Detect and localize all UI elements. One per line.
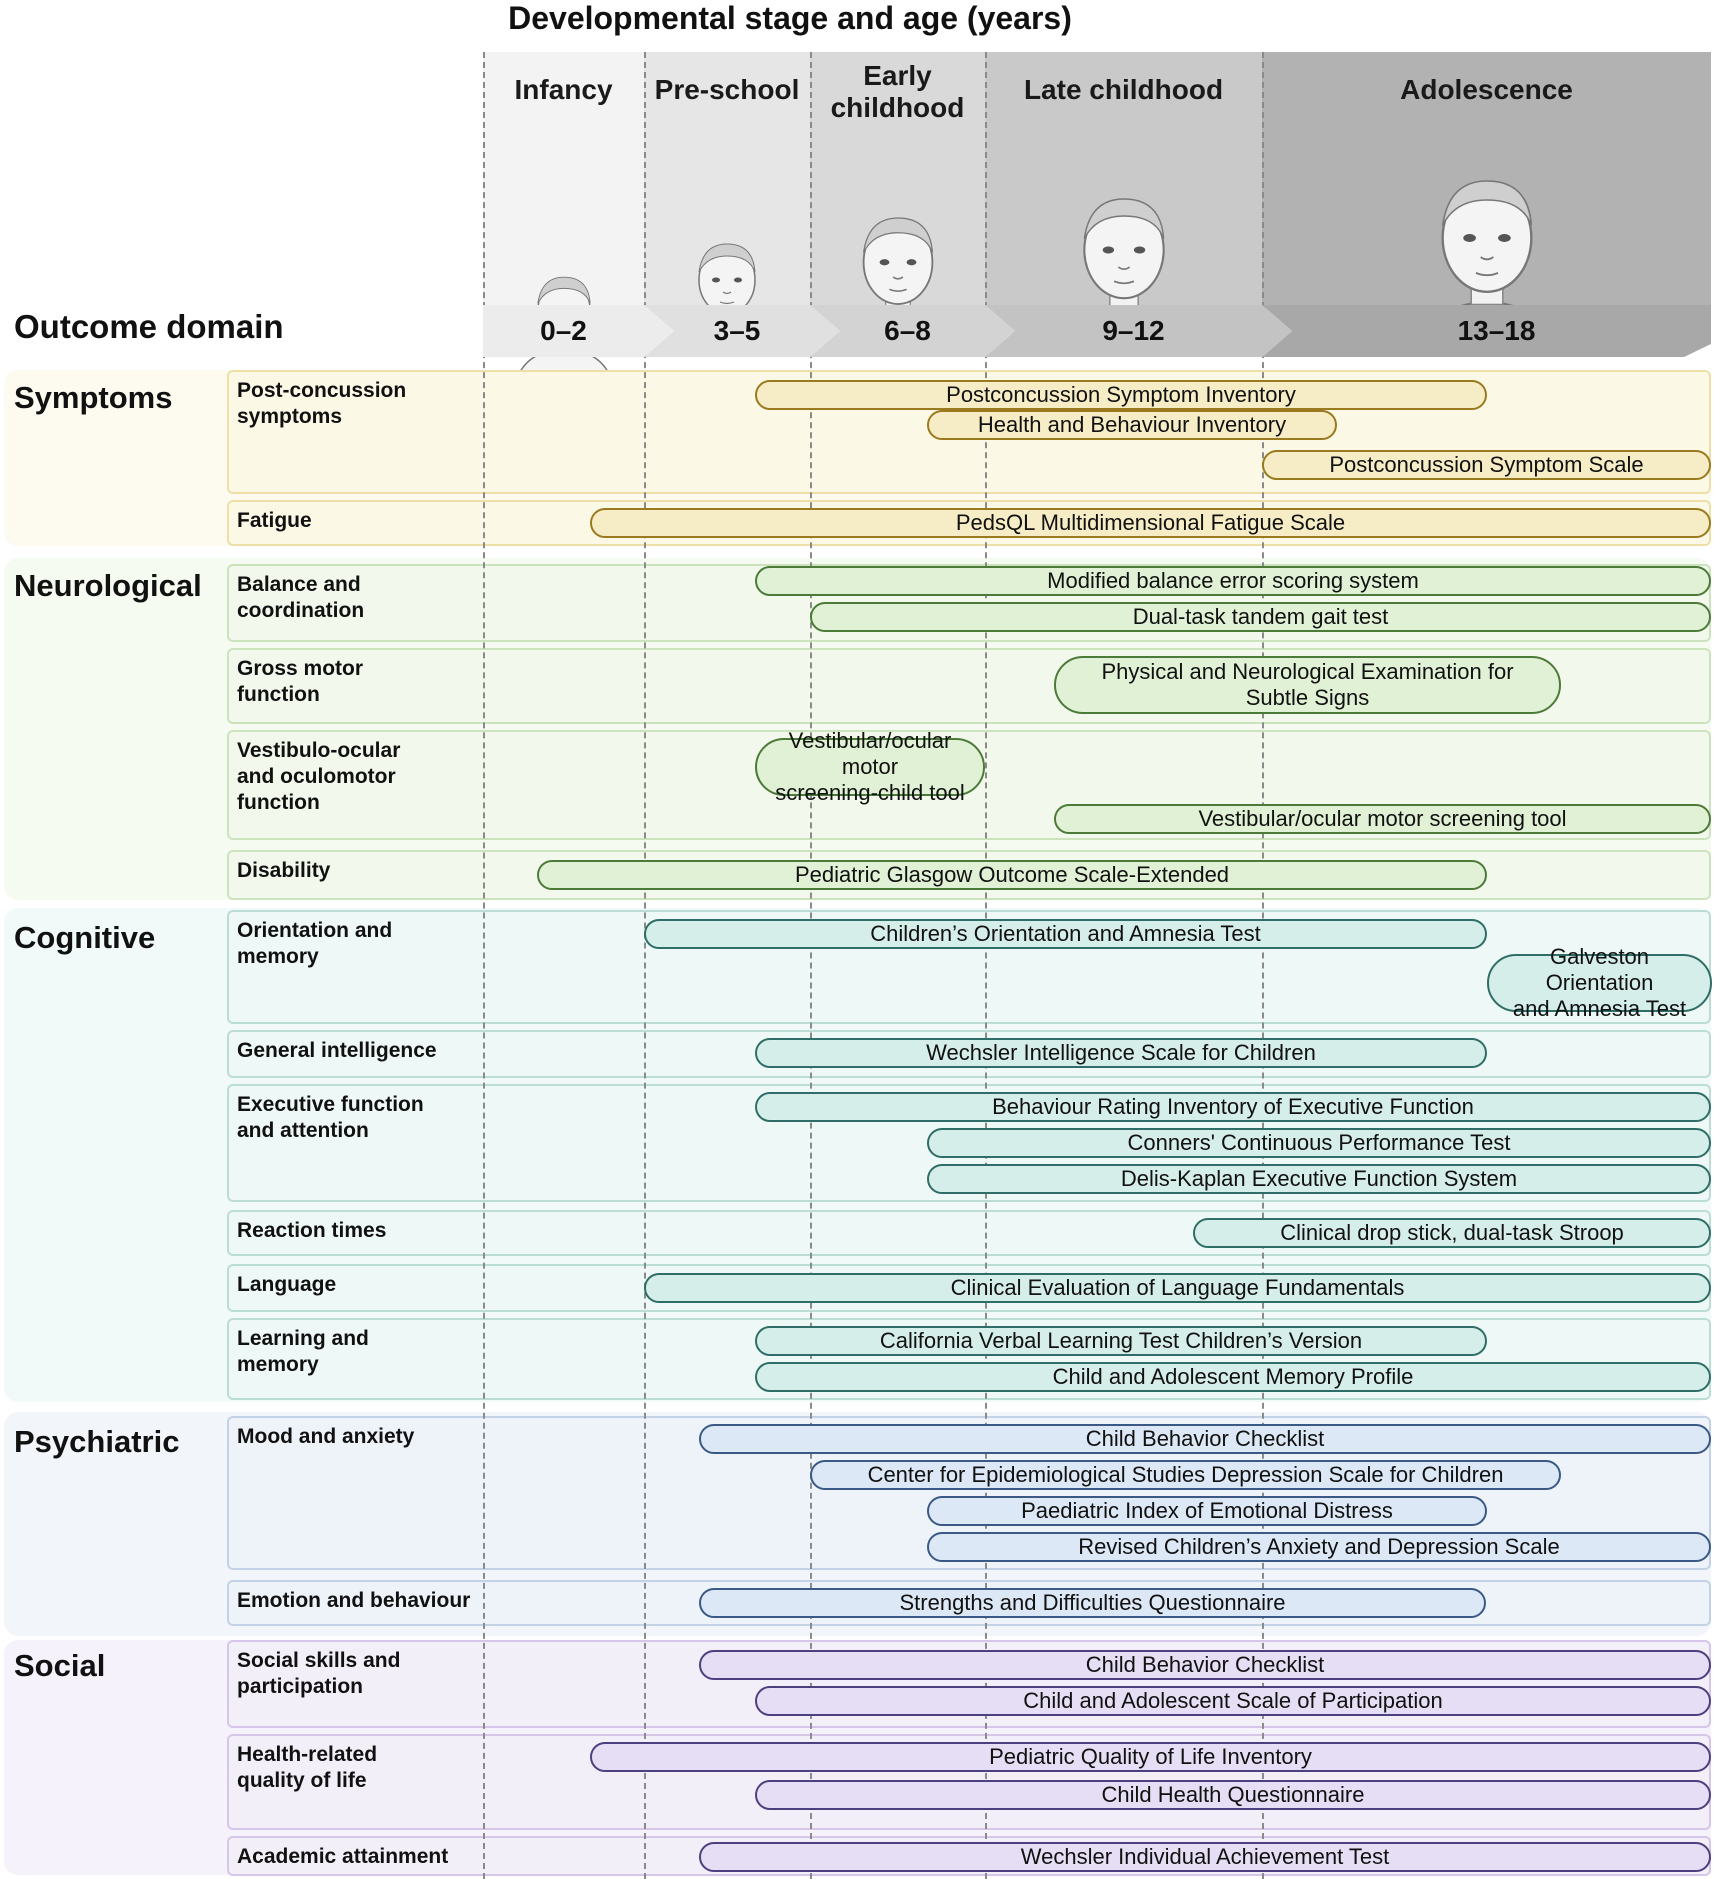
stage-divider (644, 52, 646, 1879)
outcome-row-label: General intelligence (237, 1039, 437, 1062)
outcome-row-label: Balance and coordination (237, 573, 365, 622)
stage-divider (1262, 52, 1264, 1879)
outcome-row-label: Learning and memory (237, 1327, 369, 1376)
assessment-tool-bar: Pediatric Quality of Life Inventory (590, 1742, 1711, 1772)
assessment-tool-bar: PedsQL Multidimensional Fatigue Scale (590, 508, 1711, 538)
assessment-tool-bar: Vestibular/ocular motor screening-child … (755, 728, 985, 805)
stage-label: Late childhood (1023, 74, 1224, 105)
age-band-0 (483, 305, 674, 357)
stage-divider (985, 52, 987, 1879)
assessment-tool-bar: Child and Adolescent Scale of Participat… (755, 1686, 1711, 1716)
assessment-tool-bar: Clinical drop stick, dual-task Stroop (1193, 1218, 1711, 1248)
assessment-tool-bar: Revised Children’s Anxiety and Depressio… (927, 1532, 1711, 1562)
age-band-1 (644, 305, 840, 357)
stage-label: Infancy (514, 74, 613, 105)
age-band-3 (985, 305, 1292, 357)
outcome-row-label: Gross motor function (237, 657, 364, 706)
stage-label: Pre-school (654, 74, 800, 105)
assessment-tool-bar: Behaviour Rating Inventory of Executive … (755, 1092, 1711, 1122)
assessment-tool-bar: Child Health Questionnaire (755, 1780, 1711, 1810)
outcome-row-label: Social skills and participation (237, 1649, 401, 1698)
outcome-row-label: Health-related quality of life (237, 1743, 378, 1792)
assessment-tool-bar: Galveston Orientation and Amnesia Test (1487, 944, 1712, 1021)
assessment-tool-bar: Delis-Kaplan Executive Function System (927, 1164, 1711, 1194)
chart-title: Developmental stage and age (years) (508, 0, 1072, 36)
stage-column-3: Late childhood (985, 52, 1262, 352)
age-band-2 (810, 305, 1015, 357)
stage-divider (810, 52, 812, 1879)
domain-label-social: Social (14, 1648, 106, 1683)
assessment-tool-bar: Center for Epidemiological Studies Depre… (810, 1460, 1561, 1490)
assessment-tool-bar: Vestibular/ocular motor screening tool (1054, 804, 1711, 834)
assessment-tool-bar: Physical and Neurological Examination fo… (1054, 656, 1561, 714)
age-label: 13–18 (1457, 315, 1536, 346)
assessment-tool-bar: Postconcussion Symptom Inventory (755, 380, 1487, 410)
age-band-4 (1262, 305, 1711, 357)
stage-column-4: Adolescence (1262, 52, 1711, 308)
domain-label-psychiatric: Psychiatric (14, 1424, 180, 1459)
outcome-row-label: Academic attainment (237, 1845, 449, 1868)
assessment-tool-bar: Child Behavior Checklist (699, 1650, 1711, 1680)
stage-column-0: Infancy (483, 52, 644, 378)
outcome-row-label: Emotion and behaviour (237, 1589, 471, 1612)
assessment-tool-bar: Wechsler Individual Achievement Test (699, 1842, 1711, 1872)
assessment-tool-bar: Paediatric Index of Emotional Distress (927, 1496, 1487, 1526)
age-label: 9–12 (1102, 315, 1165, 346)
assessment-tool-bar: Postconcussion Symptom Scale (1262, 450, 1711, 480)
outcome-row-label: Reaction times (237, 1219, 387, 1242)
assessment-tool-bar: Conners' Continuous Performance Test (927, 1128, 1711, 1158)
outcome-row-label: Vestibulo-ocular and oculomotor function (237, 739, 401, 814)
assessment-tool-bar: California Verbal Learning Test Children… (755, 1326, 1487, 1356)
assessment-tool-bar: Child and Adolescent Memory Profile (755, 1362, 1711, 1392)
assessment-tool-bar: Strengths and Difficulties Questionnaire (699, 1588, 1486, 1618)
assessment-tool-bar: Pediatric Glasgow Outcome Scale-Extended (537, 860, 1487, 890)
assessment-tool-bar: Modified balance error scoring system (755, 566, 1711, 596)
domain-label-neurological: Neurological (14, 568, 202, 603)
child-face-icon (1405, 180, 1568, 308)
assessment-tool-bar: Child Behavior Checklist (699, 1424, 1711, 1454)
age-label: 6–8 (884, 315, 931, 346)
age-label: 3–5 (713, 315, 761, 346)
assessment-tool-bar: Health and Behaviour Inventory (927, 410, 1337, 440)
assessment-tool-bar: Dual-task tandem gait test (810, 602, 1711, 632)
assessment-tool-bar: Clinical Evaluation of Language Fundamen… (644, 1273, 1711, 1303)
stage-column-2: Early childhood (810, 52, 985, 352)
outcome-domain-title: Outcome domain (14, 308, 284, 345)
domain-label-symptoms: Symptoms (14, 380, 173, 415)
age-label: 0–2 (540, 315, 587, 346)
outcome-row-label: Executive function and attention (237, 1093, 424, 1142)
outcome-row-label: Post-concussion symptoms (237, 379, 407, 428)
outcome-row-label: Fatigue (237, 509, 312, 532)
stage-label: Adolescence (1400, 74, 1573, 105)
outcome-row-label: Disability (237, 859, 331, 882)
stage-divider (483, 52, 485, 1879)
outcome-row-label: Orientation and memory (237, 919, 393, 968)
stage-column-1: Pre-school (644, 52, 810, 352)
assessment-tool-bar: Children’s Orientation and Amnesia Test (644, 919, 1487, 949)
outcome-row-label: Mood and anxiety (237, 1425, 415, 1448)
domain-label-cognitive: Cognitive (14, 920, 156, 955)
outcome-row-label: Language (237, 1273, 337, 1296)
stage-label: Early childhood (830, 60, 965, 123)
assessment-tool-bar: Wechsler Intelligence Scale for Children (755, 1038, 1487, 1068)
